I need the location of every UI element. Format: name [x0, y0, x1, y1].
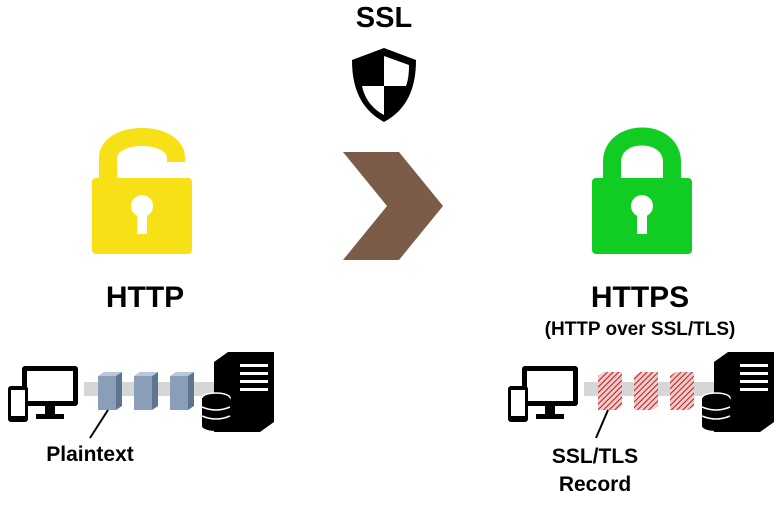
- ssl-tls-records: [598, 372, 694, 410]
- plaintext-packet: [98, 372, 122, 410]
- record-label-line: Record: [558, 473, 632, 496]
- closed-padlock-icon: [592, 127, 692, 254]
- https-transport: [508, 352, 774, 439]
- https-subtitle: (HTTP over SSL/TLS): [544, 319, 736, 340]
- open-padlock-icon: [92, 128, 192, 254]
- pointer-line: [89, 409, 109, 439]
- ssl-tls-record-label: SSL/TLS Record: [520, 443, 670, 499]
- plaintext-packets: [98, 372, 194, 410]
- chevron-right-icon: [343, 152, 443, 260]
- monitor-phone-icon: [508, 366, 578, 422]
- ssl-tls-record: [634, 372, 658, 410]
- plaintext-packet: [170, 372, 194, 410]
- record-label-line: SSL/TLS: [551, 445, 639, 468]
- ssl-tls-record: [670, 372, 694, 410]
- ssl-title: SSL: [355, 2, 413, 34]
- http-title: HTTP: [105, 281, 185, 314]
- plaintext-packet: [134, 372, 158, 410]
- monitor-phone-icon: [8, 366, 78, 422]
- ssl-tls-record: [598, 372, 622, 410]
- server-database-icon: [701, 352, 774, 432]
- shield-icon: [352, 48, 416, 122]
- plaintext-label: Plaintext: [46, 443, 134, 466]
- https-title: HTTPS: [590, 281, 690, 314]
- server-database-icon: [201, 352, 274, 432]
- http-transport: [8, 352, 274, 439]
- pointer-line: [595, 409, 609, 439]
